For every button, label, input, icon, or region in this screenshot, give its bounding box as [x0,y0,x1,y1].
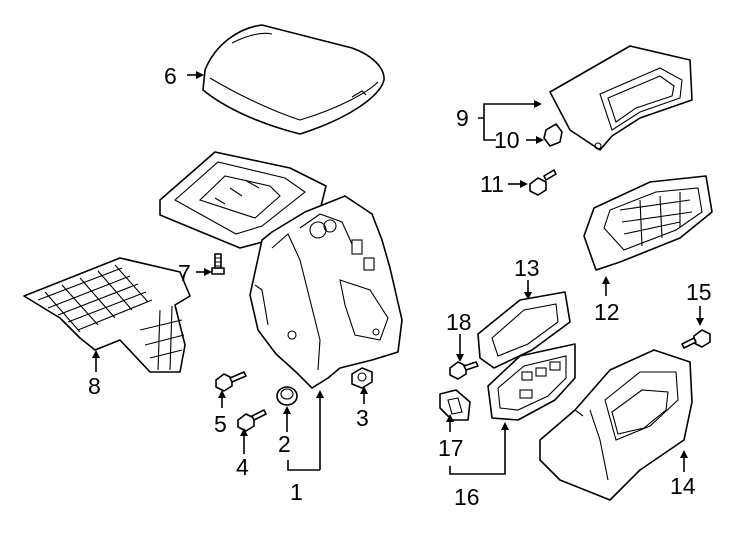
leader-7 [196,268,212,276]
callout-18: 18 [446,309,472,335]
callout-10: 10 [494,127,520,153]
leader-16 [449,422,509,475]
leader-4 [240,428,248,454]
clip-part [543,123,563,147]
rear-trim-panel-part [549,45,693,151]
bolt-5-part [215,371,247,392]
switch-panel-part [487,343,576,421]
callout-2: 2 [278,431,291,457]
nut-part [351,367,373,389]
rear-console-trim-part [539,349,693,501]
callout-16: 16 [454,484,480,510]
grid-panel-part [23,257,191,373]
small-bracket-part [439,389,471,421]
callout-12: 12 [594,299,620,325]
callout-8: 8 [88,373,101,399]
leader-12 [602,276,610,296]
bolt-4-part [237,409,267,432]
leader-9 [478,100,542,141]
leader-6 [187,71,204,79]
leader-15 [696,306,704,326]
leader-13 [524,280,532,300]
callout-17: 17 [438,435,464,461]
leader-8 [92,350,100,372]
leader-18 [456,334,464,362]
bolt-7-part [211,253,225,275]
leader-14 [680,450,688,472]
leader-2 [283,406,291,432]
callout-14: 14 [670,473,696,499]
callout-7: 7 [178,260,191,286]
screw-18-part [449,361,479,380]
callout-13: 13 [514,255,540,281]
callout-6: 6 [164,63,177,89]
leader-10 [526,136,544,144]
screw-11-part [529,169,557,196]
armrest-lid-part [202,24,385,135]
callout-11: 11 [480,171,504,197]
leader-11 [508,180,528,188]
callout-4: 4 [236,454,249,480]
grommet-part [276,386,298,406]
callout-15: 15 [686,279,712,305]
console-housing-part [249,195,403,389]
leader-1 [287,390,324,471]
leader-3 [360,386,368,404]
leader-17 [446,414,454,432]
callout-5: 5 [214,411,227,437]
callout-3: 3 [356,405,369,431]
callout-1: 1 [290,479,303,505]
rear-vent-part [583,175,713,271]
leader-5 [218,390,226,408]
callout-9: 9 [456,105,469,131]
screw-15-part [681,329,711,349]
